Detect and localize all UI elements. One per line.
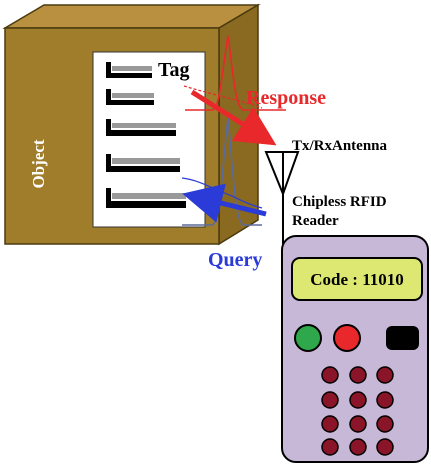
resonator-2 xyxy=(106,89,154,105)
query-arrow xyxy=(182,183,267,223)
reader-display xyxy=(291,257,423,301)
resonator-4 xyxy=(106,154,180,172)
keypad-icon xyxy=(321,366,394,456)
response-signal-curve xyxy=(185,35,286,111)
object-box-top xyxy=(2,4,261,29)
antenna-icon xyxy=(264,151,300,244)
black-button-icon xyxy=(386,326,419,350)
resonator-3 xyxy=(106,119,176,136)
resonator-1 xyxy=(106,62,152,78)
tag-label: Tag xyxy=(158,59,190,81)
red-button-icon xyxy=(333,324,361,352)
query-label: Query xyxy=(208,249,262,271)
green-button-icon xyxy=(294,324,322,352)
reader-code-readout: Code : 11010 xyxy=(310,270,404,289)
object-label: Object xyxy=(29,139,48,188)
query-signal-curve-top xyxy=(181,177,263,209)
response-signal-dashed xyxy=(183,85,263,109)
reader-label-line1: Chipless RFID xyxy=(292,194,387,210)
tag-resonators xyxy=(106,62,186,208)
response-arrow xyxy=(190,89,277,146)
response-label: Response xyxy=(246,87,326,109)
reader-label-line2: Reader xyxy=(292,213,339,229)
antenna-label: Tx/RxAntenna xyxy=(292,138,388,154)
resonator-5 xyxy=(106,188,186,208)
reader-device: Code : 11010 xyxy=(281,235,429,463)
